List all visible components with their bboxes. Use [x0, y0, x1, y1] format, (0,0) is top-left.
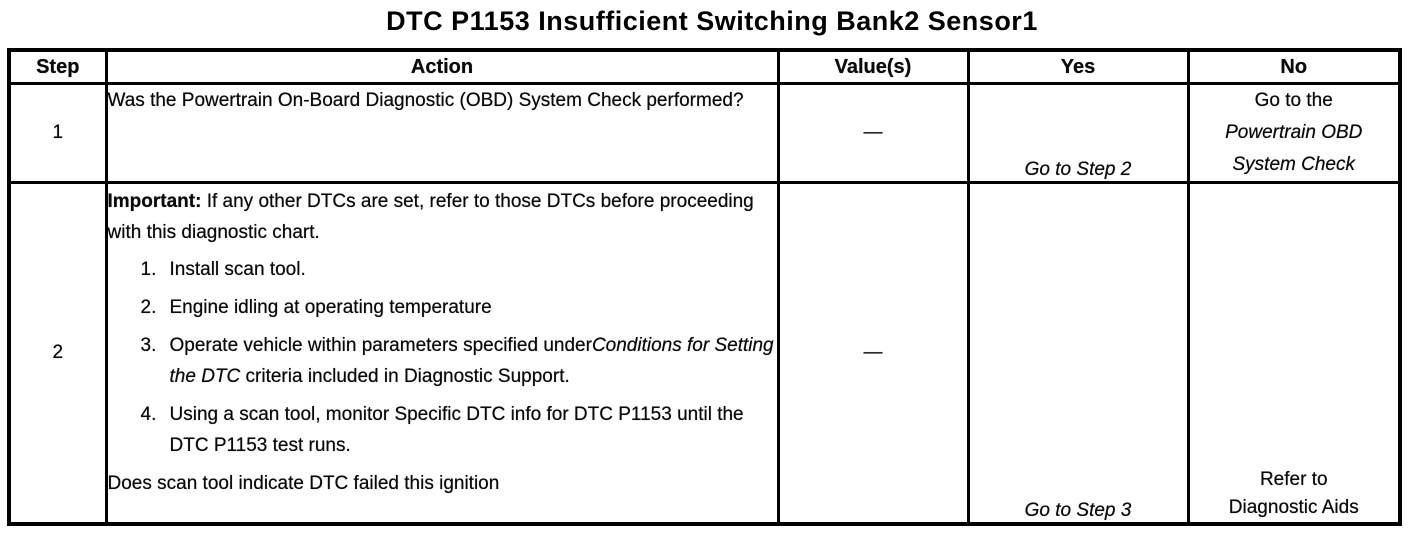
action-cell: Was the Powertrain On-Board Diagnostic (… — [104, 82, 780, 184]
list-item-number: 3. — [140, 335, 157, 356]
list-item-text-pre: Operate vehicle within parameters specif… — [169, 335, 592, 356]
list-item-number: 1. — [140, 259, 157, 280]
page-title: DTC P1153 Insufficient Switching Bank2 S… — [386, 6, 1038, 36]
action-step-list: 1. Install scan tool. 2. Engine idling a… — [109, 254, 776, 461]
list-item: 3. Operate vehicle within parameters spe… — [140, 330, 776, 392]
list-item-number: 4. — [140, 404, 157, 425]
header-step: Step — [7, 48, 108, 85]
values-cell: — — [776, 82, 970, 184]
header-yes: Yes — [966, 48, 1190, 85]
action-question: Was the Powertrain On-Board Diagnostic (… — [107, 90, 744, 111]
no-text-line: Diagnostic Aids — [1228, 496, 1359, 518]
important-label: Important: — [107, 191, 202, 212]
list-item: 1. Install scan tool. — [140, 254, 776, 285]
action-question: Does scan tool indicate DTC failed this … — [107, 473, 500, 494]
list-item-text: Install scan tool. — [169, 259, 306, 280]
no-cell: Refer to Diagnostic Aids — [1186, 181, 1402, 525]
values-cell: — — [776, 181, 970, 525]
no-text-line: Refer to — [1259, 468, 1328, 490]
no-text-line: Go to the — [1254, 90, 1333, 111]
no-cell: Go to the Powertrain OBD System Check — [1186, 82, 1402, 184]
list-item-text: Operate vehicle within parameters specif… — [169, 330, 776, 392]
list-item: 2. Engine idling at operating temperatur… — [140, 292, 776, 323]
important-note: Important: If any other DTCs are set, re… — [107, 186, 775, 248]
yes-cell: Go to Step 3 — [966, 181, 1190, 525]
list-item-text: Engine idling at operating temperature — [169, 297, 492, 318]
no-text-reference: Powertrain OBD — [1225, 122, 1363, 143]
table-row-step-2: 2 Important: If any other DTCs are set, … — [7, 181, 1402, 525]
list-item: 4. Using a scan tool, monitor Specific D… — [140, 399, 776, 461]
important-text: If any other DTCs are set, refer to thos… — [107, 191, 754, 243]
no-text-reference: System Check — [1232, 154, 1355, 175]
list-item-text-italic-reference: Conditions for Setting the DTC — [169, 335, 774, 387]
yes-cell: Go to Step 2 — [966, 82, 1190, 184]
list-item-number: 2. — [140, 297, 157, 318]
list-item-text: Using a scan tool, monitor Specific DTC … — [169, 404, 744, 456]
list-item-text-post: criteria included in Diagnostic Support. — [240, 366, 570, 387]
table-header-row: Step Action Value(s) Yes No — [7, 48, 1402, 85]
dtc-diagnostic-table: Step Action Value(s) Yes No 1 Was the Po… — [7, 48, 1402, 526]
table-row-step-1: 1 Was the Powertrain On-Board Diagnostic… — [7, 82, 1402, 184]
action-cell: Important: If any other DTCs are set, re… — [104, 181, 780, 525]
header-action: Action — [104, 48, 780, 85]
step-number: 2 — [7, 181, 108, 525]
header-values: Value(s) — [776, 48, 970, 85]
step-number: 1 — [7, 82, 108, 184]
header-no: No — [1186, 48, 1402, 85]
